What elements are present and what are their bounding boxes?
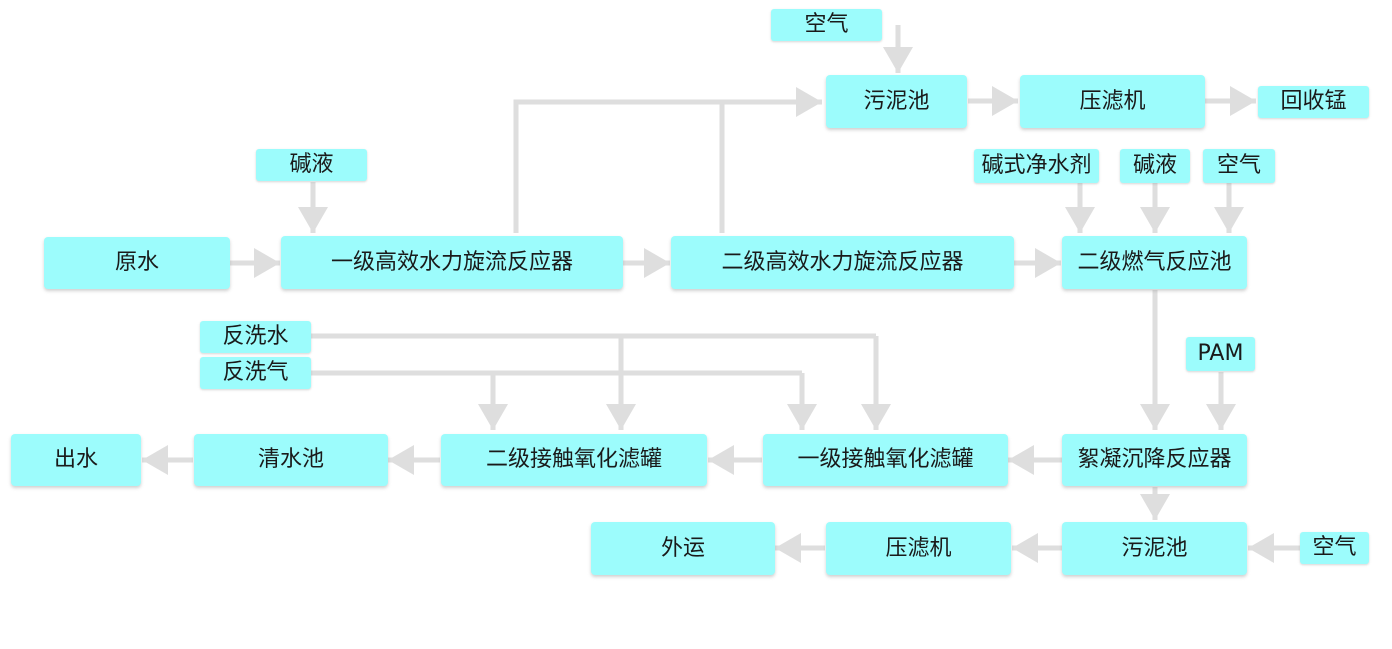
node-reactor-1: 一级高效水力旋流反应器 bbox=[281, 236, 623, 289]
node-recover-manganese: 回收锰 bbox=[1258, 86, 1369, 118]
node-raw-water: 原水 bbox=[44, 237, 230, 289]
arrow-reactor-1-up-to-sludge bbox=[513, 87, 822, 233]
node-filter-press-bottom: 压滤机 bbox=[826, 522, 1011, 575]
node-air-bottom: 空气 bbox=[1300, 532, 1369, 564]
node-filter-press-top: 压滤机 bbox=[1020, 75, 1205, 128]
node-backwash-air: 反洗气 bbox=[200, 357, 311, 389]
node-alkali-1: 碱液 bbox=[256, 149, 367, 181]
node-basic-coagulant: 碱式净水剂 bbox=[974, 149, 1099, 183]
node-pam: PAM bbox=[1186, 337, 1255, 371]
node-air-top: 空气 bbox=[771, 9, 882, 41]
node-contact-filter-1: 一级接触氧化滤罐 bbox=[763, 434, 1008, 486]
node-reactor-2: 二级高效水力旋流反应器 bbox=[671, 236, 1014, 289]
node-contact-filter-2: 二级接触氧化滤罐 bbox=[441, 434, 707, 486]
node-alkali-2: 碱液 bbox=[1120, 149, 1190, 183]
node-sludge-tank-bottom: 污泥池 bbox=[1062, 522, 1247, 575]
node-air-right: 空气 bbox=[1203, 149, 1275, 183]
node-clear-water-tank: 清水池 bbox=[194, 434, 388, 486]
node-gas-reaction-tank: 二级燃气反应池 bbox=[1062, 236, 1247, 289]
node-outlet-water: 出水 bbox=[11, 434, 141, 486]
node-export: 外运 bbox=[591, 522, 775, 575]
node-sludge-tank-top: 污泥池 bbox=[826, 75, 967, 128]
node-floc-reactor: 絮凝沉降反应器 bbox=[1062, 434, 1247, 486]
node-backwash-water: 反洗水 bbox=[200, 321, 311, 353]
